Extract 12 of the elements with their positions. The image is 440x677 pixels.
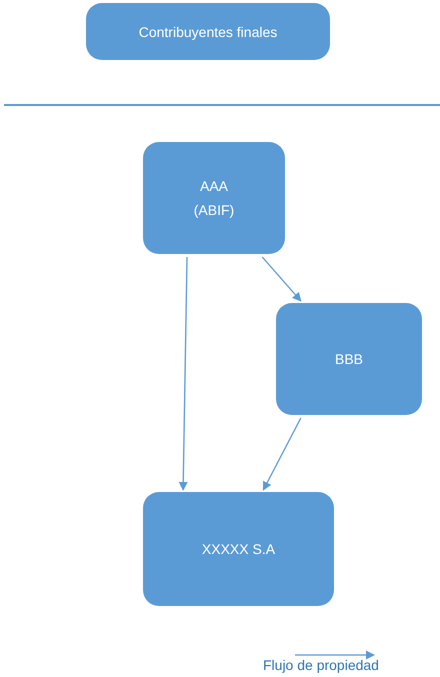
group-box <box>86 3 330 60</box>
node-label: Contribuyentes finales <box>138 24 278 40</box>
arrow <box>262 418 302 491</box>
entity-box <box>143 492 334 606</box>
node-label: XXXXX S.A <box>202 541 276 557</box>
node-label: BBB <box>334 351 363 367</box>
node-label: AAA (ABIF) <box>192 176 236 220</box>
entity-box <box>143 142 285 254</box>
legend-label: Flujo de propiedad <box>263 657 379 673</box>
entity-box <box>276 303 422 415</box>
arrow <box>262 256 302 302</box>
arrow <box>178 256 188 491</box>
